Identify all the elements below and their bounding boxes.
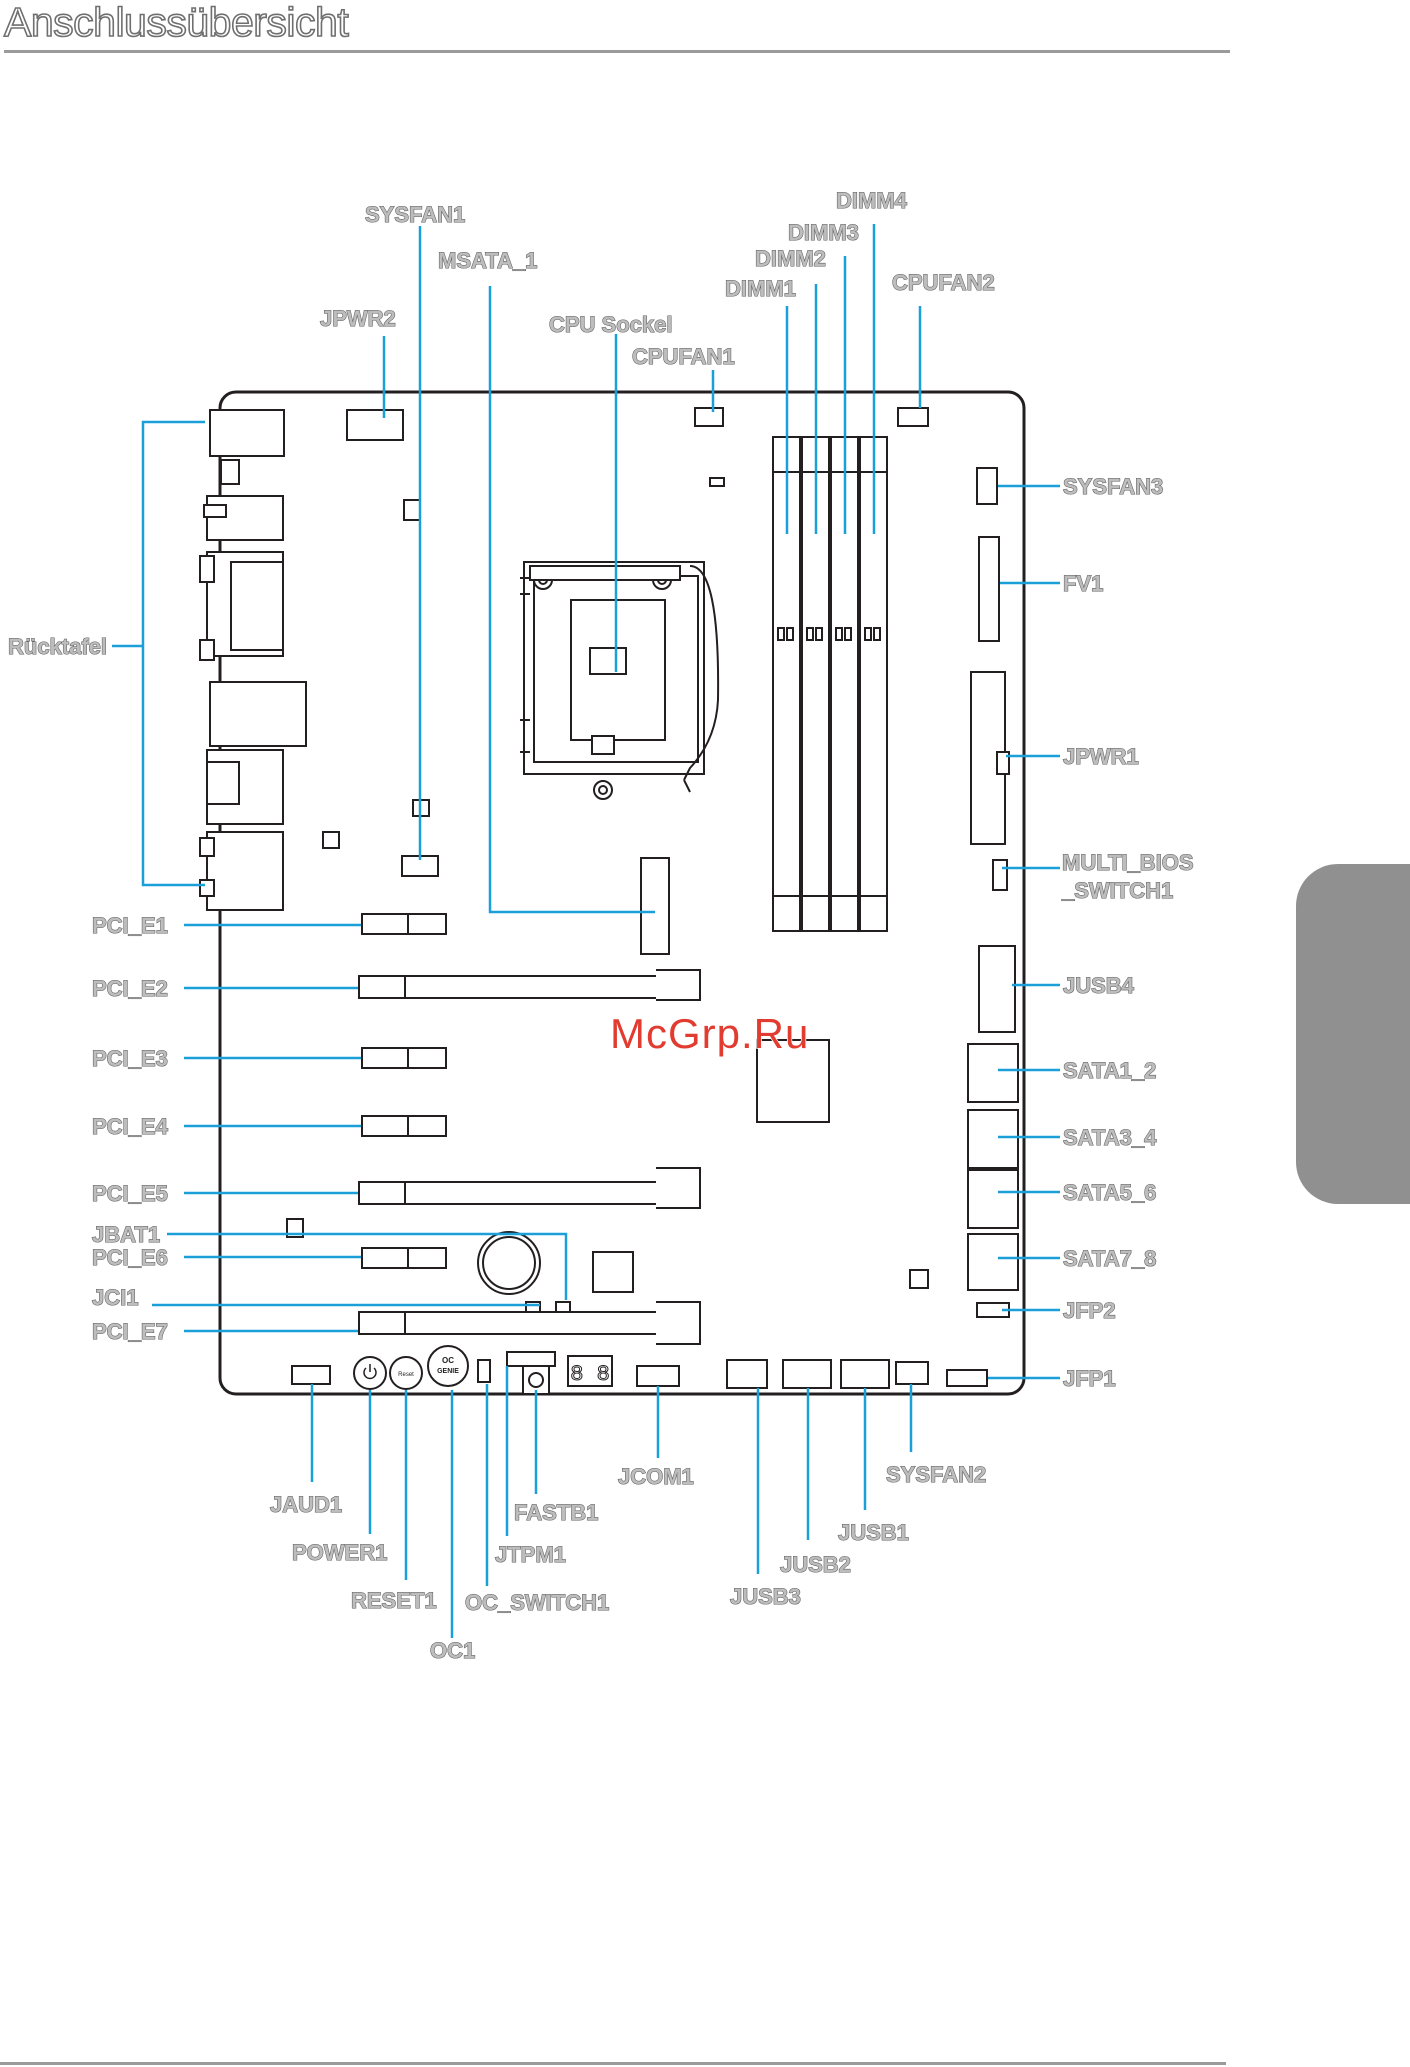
label-sata7-8: SATA7_8 bbox=[1063, 1246, 1156, 1271]
label-sata5-6: SATA5_6 bbox=[1063, 1180, 1156, 1205]
label-sata3-4: SATA3_4 bbox=[1063, 1125, 1157, 1150]
board-printed-marks: OC GENIE Reset 8 8 bbox=[398, 1356, 610, 1388]
label-jpwr1: JPWR1 bbox=[1063, 744, 1139, 769]
label-jfp2: JFP2 bbox=[1063, 1298, 1116, 1323]
label-pci-e7: PCI_E7 bbox=[92, 1319, 168, 1344]
label-cpufan2: CPUFAN2 bbox=[892, 270, 995, 295]
page-title: Anschlussübersicht bbox=[3, 0, 349, 45]
label-jusb1: JUSB1 bbox=[838, 1520, 909, 1545]
label-oc-switch1: OC_SWITCH1 bbox=[465, 1590, 609, 1615]
component-labels: SYSFAN1 MSATA_1 JPWR2 CPU Sockel CPUFAN1… bbox=[7, 187, 1194, 1663]
label-jusb3: JUSB3 bbox=[730, 1584, 801, 1609]
label-jusb2: JUSB2 bbox=[780, 1552, 851, 1577]
right-edge-connectors bbox=[946, 467, 1019, 1387]
label-oc1: OC1 bbox=[430, 1638, 475, 1663]
oc-genie-mark-line2: GENIE bbox=[437, 1368, 459, 1375]
label-jusb4: JUSB4 bbox=[1063, 973, 1135, 998]
label-pci-e5: PCI_E5 bbox=[92, 1181, 168, 1206]
pci-express-slots bbox=[358, 913, 701, 1345]
label-cpu-sockel: CPU Sockel bbox=[549, 312, 673, 337]
label-dimm1: DIMM1 bbox=[725, 276, 796, 301]
label-sata1-2: SATA1_2 bbox=[1063, 1058, 1156, 1083]
label-multi-bios-line1: MULTI_BIOS bbox=[1062, 850, 1194, 875]
label-ruecktafel: Rücktafel bbox=[8, 634, 107, 659]
label-fv1: FV1 bbox=[1063, 571, 1103, 596]
label-jcom1: JCOM1 bbox=[618, 1464, 694, 1489]
label-jfp1: JFP1 bbox=[1063, 1366, 1116, 1391]
motherboard-outline bbox=[218, 390, 1026, 1396]
title-rule bbox=[4, 50, 1230, 53]
power-icon bbox=[363, 1364, 377, 1380]
label-reset1: RESET1 bbox=[351, 1588, 437, 1613]
label-pci-e1: PCI_E1 bbox=[92, 913, 168, 938]
oc-genie-mark-line1: OC bbox=[442, 1356, 454, 1365]
label-msata1: MSATA_1 bbox=[438, 248, 537, 273]
leader-lines bbox=[112, 224, 1060, 1638]
label-sysfan1: SYSFAN1 bbox=[365, 202, 465, 227]
back-panel-io bbox=[199, 409, 307, 911]
label-jbat1: JBAT1 bbox=[92, 1222, 160, 1247]
label-pci-e2: PCI_E2 bbox=[92, 976, 168, 1001]
label-dimm3: DIMM3 bbox=[788, 220, 859, 245]
label-jpwr2: JPWR2 bbox=[320, 306, 396, 331]
label-cpufan1: CPUFAN1 bbox=[632, 344, 735, 369]
label-multi-bios-line2: _SWITCH1 bbox=[1061, 878, 1173, 903]
label-pci-e6: PCI_E6 bbox=[92, 1245, 168, 1270]
label-sysfan3: SYSFAN3 bbox=[1063, 474, 1163, 499]
label-fastb1: FASTB1 bbox=[514, 1500, 598, 1525]
label-sysfan2: SYSFAN2 bbox=[886, 1462, 986, 1487]
dimm-slots bbox=[772, 436, 888, 932]
label-jci1: JCI1 bbox=[92, 1285, 138, 1310]
label-dimm2: DIMM2 bbox=[755, 246, 826, 271]
chapter-side-tab bbox=[1296, 864, 1410, 1204]
label-jtpm1: JTPM1 bbox=[495, 1542, 566, 1567]
debug-led-mark: 8 8 bbox=[570, 1362, 610, 1387]
label-jaud1: JAUD1 bbox=[270, 1492, 342, 1517]
label-power1: POWER1 bbox=[292, 1540, 387, 1565]
watermark: McGrp.Ru bbox=[609, 1009, 810, 1058]
reset-button-mark: Reset bbox=[398, 1372, 414, 1378]
label-dimm4: DIMM4 bbox=[836, 188, 908, 213]
label-pci-e4: PCI_E4 bbox=[92, 1114, 169, 1139]
label-pci-e3: PCI_E3 bbox=[92, 1046, 168, 1071]
cpu-socket bbox=[520, 561, 720, 800]
footer-rule bbox=[0, 2062, 1226, 2065]
